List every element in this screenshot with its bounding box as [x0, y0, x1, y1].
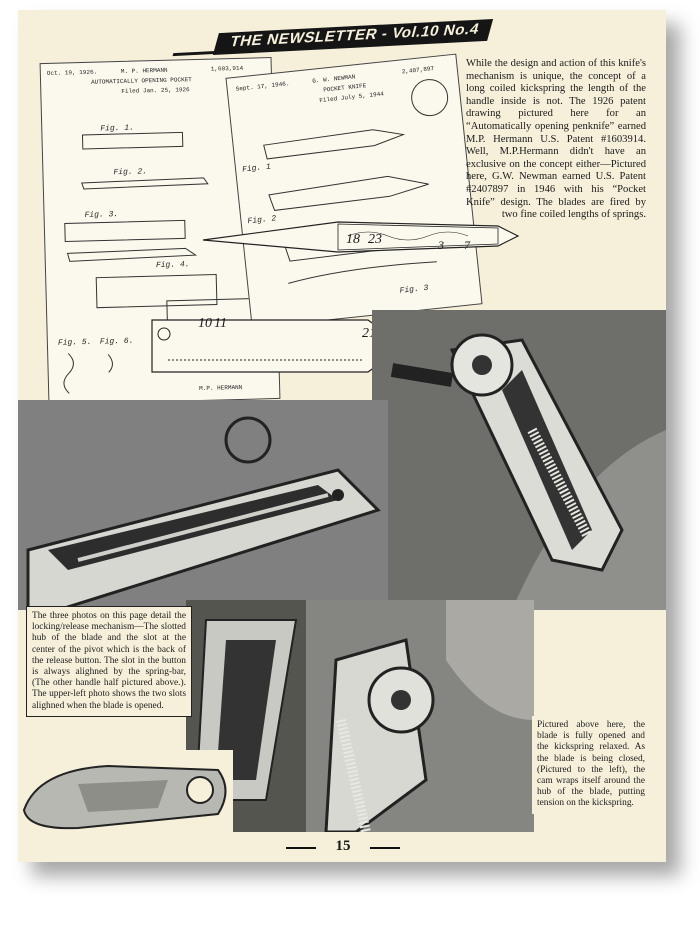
photo-release-mechanism: [186, 600, 534, 832]
caption-knife-opened: Pictured above here, the blade is fully …: [532, 716, 650, 814]
patent-1926-callout: 10: [198, 316, 212, 331]
patent-1926-fig-label: Fig. 3.: [84, 210, 119, 220]
patent-1926-signature: M.P. HERMANN: [199, 383, 243, 393]
photo-knife-open-art: [372, 310, 666, 610]
patent-1926-callout: 11: [214, 316, 227, 331]
photo-knife-open: [372, 310, 666, 610]
patent-drawing-1946: Sept. 17, 1946. G. W. NEWMAN 2,407,897 P…: [225, 53, 483, 329]
newsletter-page: THE NEWSLETTER - Vol.10 No.4 Oct. 19, 19…: [18, 10, 666, 862]
page-number: 15: [286, 838, 400, 855]
patent-1946-callout: 23: [368, 232, 382, 247]
patent-1926-inventor: M. P. HERMANN: [120, 66, 168, 75]
closed-knife-drawing: [151, 319, 406, 373]
photo-handle-half-art: [18, 400, 388, 610]
patent-1926-fig-label: Fig. 1.: [100, 123, 135, 134]
patent-1946-callout: 3: [438, 238, 444, 252]
photo-knife-closed: [18, 750, 233, 835]
patent-1926-number: 1,603,914: [210, 64, 244, 73]
patent-1946-callout: 7: [464, 238, 470, 252]
photo-knife-closed-art: [22, 764, 227, 830]
caption-mechanism-detail: The three photos on this page detail the…: [26, 606, 192, 717]
patent-1926-fig-label: Fig. 5.: [57, 337, 92, 348]
patent-1926-date: Oct. 19, 1926.: [46, 68, 98, 77]
photo-handle-half: [18, 400, 388, 610]
patent-1926-fig-label: Fig. 4.: [155, 260, 190, 271]
patent-1926-fig-label: Fig. 6.: [99, 336, 134, 347]
intro-paragraph: While the design and action of this knif…: [466, 58, 646, 221]
patent-1926-fig-label: Fig. 2.: [113, 167, 148, 178]
photo-release-mechanism-art: [186, 600, 534, 832]
patent-1946-callout: 18: [346, 232, 360, 247]
knife-drawing-overlay: [202, 221, 520, 253]
